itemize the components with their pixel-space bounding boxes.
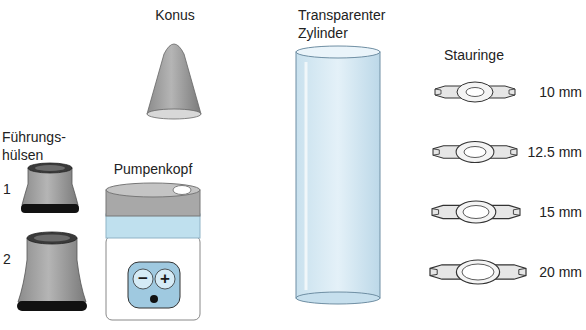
dimension: 12.5 mm — [522, 143, 582, 161]
pump-top-button — [173, 186, 191, 195]
sleeve-opening — [34, 235, 70, 242]
pump-band — [106, 214, 200, 238]
sleeve-body — [22, 168, 78, 205]
callout-number: 1 — [3, 180, 17, 198]
ring-20 — [430, 260, 526, 284]
rings — [430, 82, 526, 284]
ring-10 — [435, 82, 515, 102]
dimension: 15 mm — [522, 203, 582, 221]
pump-body — [106, 236, 200, 320]
sleeve-band — [21, 204, 79, 213]
ring-12-5 — [433, 142, 517, 163]
sleeve-2 — [17, 232, 87, 311]
part-name: Stauringe — [444, 46, 534, 64]
part-name: Konus — [138, 6, 212, 24]
callout-number: 2 — [3, 250, 17, 268]
ring-hole — [464, 147, 486, 158]
pump-head — [106, 183, 200, 320]
button-symbol: − — [134, 269, 152, 289]
button-panel — [128, 262, 180, 308]
cylinder-top — [296, 46, 380, 58]
cone-base — [147, 109, 201, 119]
ring-15 — [432, 201, 520, 223]
sleeve-opening — [35, 165, 65, 171]
pump-cap-top — [106, 183, 200, 197]
dimension: 20 mm — [522, 263, 582, 281]
cylinder-highlight — [305, 62, 308, 290]
part-name: Transparenter Zylinder — [298, 6, 410, 42]
minus-button — [133, 269, 153, 289]
cylinder-bottom — [296, 292, 380, 304]
ring-hole — [466, 88, 484, 97]
cylinder — [296, 46, 380, 304]
cone — [147, 44, 201, 119]
plus-button — [155, 269, 175, 289]
cylinder-body — [296, 52, 380, 298]
sleeve-body — [18, 238, 86, 302]
ring-hole — [463, 206, 489, 219]
dimension: 10 mm — [522, 83, 582, 101]
sleeve-top — [27, 232, 77, 244]
ring-hole — [462, 264, 494, 280]
part-name: Führungs- hülsen — [2, 128, 82, 164]
sleeve-band — [17, 301, 87, 311]
cone-body — [147, 44, 201, 114]
button-symbol: + — [156, 269, 174, 289]
part-name: Pumpenkopf — [100, 160, 206, 178]
sleeve-top — [28, 163, 72, 173]
sleeve-1 — [21, 163, 79, 213]
power-dot — [150, 295, 158, 303]
